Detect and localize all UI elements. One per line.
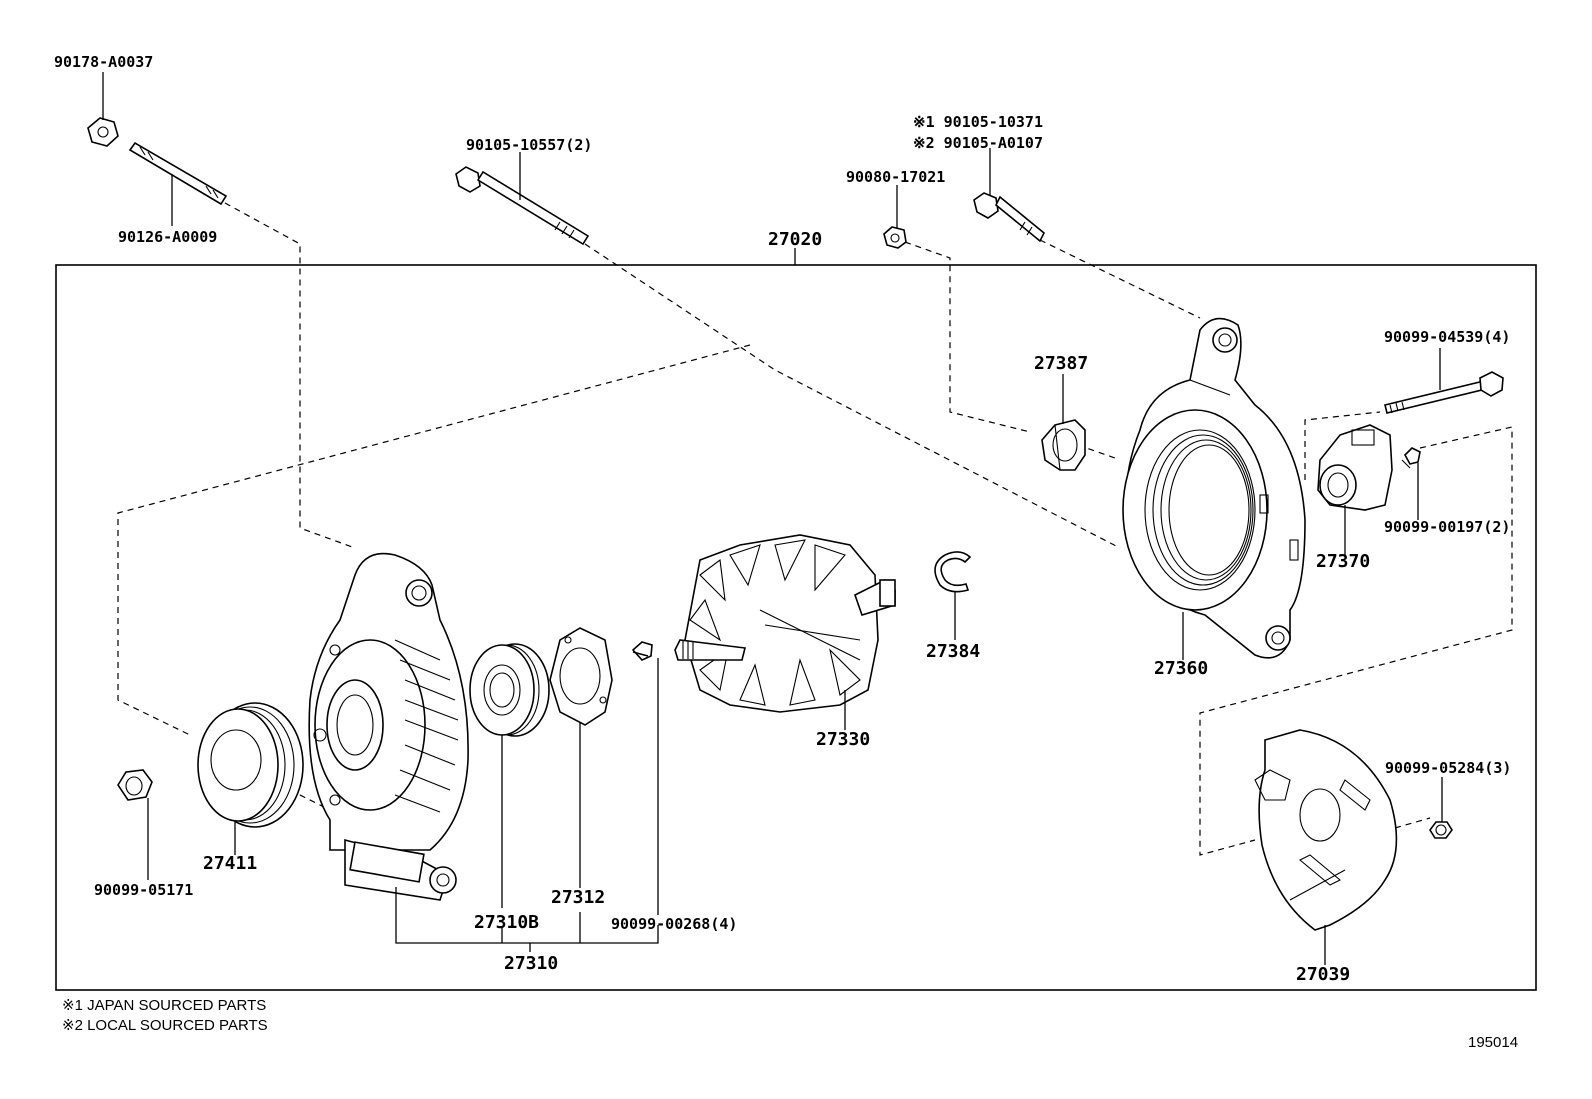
label-27310B: 27310B [474,912,540,933]
label-27370: 27370 [1316,551,1371,572]
label-27360: 27360 [1154,658,1209,679]
snap-ring-27384 [934,551,972,593]
label-27312: 27312 [551,887,606,908]
bracket-27310 [395,887,659,944]
brush-holder-27387 [1041,419,1086,471]
footnote-japan-sourced: ※1 JAPAN SOURCED PARTS [62,997,267,1014]
figure-code: 195014 [1468,1034,1519,1051]
dash-nut-to-holder [904,241,1031,433]
label-90105-10557: 90105-10557(2) [466,136,593,154]
rectifier-end-frame-27360 [1122,317,1306,659]
label-90080-17021: 90080-17021 [846,168,946,186]
label-90099-00268: 90099-00268(4) [611,915,738,933]
label-27039: 27039 [1296,964,1351,985]
assembly-frame [55,264,1537,991]
label-90099-00197: 90099-00197(2) [1384,518,1511,536]
label-27387: 27387 [1034,353,1089,374]
label-27411: 27411 [203,853,258,874]
footnote-local-sourced: ※2 LOCAL SOURCED PARTS [62,1017,268,1034]
label-90099-05284: 90099-05284(3) [1385,759,1512,777]
drive-end-frame [308,552,469,901]
stud-90126-A0009 [128,141,228,206]
label-27330: 27330 [816,729,871,750]
bearing-27310B [469,643,550,737]
nut-90178-A0037 [87,117,119,147]
label-27020: 27020 [768,229,823,250]
dash-bolt-to-frame [1039,239,1201,319]
bolt-90105-10371 [973,192,1046,243]
bolt-90099-04539 [1384,371,1504,414]
dash-cover-nut [1394,817,1431,829]
label-90099-05171: 90099-05171 [94,881,194,899]
label-90105-10371: ※1 90105-10371 [913,113,1043,131]
nut-90080-17021 [883,226,907,249]
dash-regulator-left [1304,411,1381,480]
dash-frame-left [117,344,751,736]
regulator-27370 [1317,424,1393,511]
bolt-90105-10557 [455,166,590,246]
label-90126-A0009: 90126-A0009 [118,228,218,246]
rotor-27330 [674,534,896,713]
screw-90099-00268 [631,641,653,661]
label-27384: 27384 [926,641,981,662]
label-90099-04539: 90099-04539(4) [1384,328,1511,346]
screw-90099-00197 [1401,447,1421,469]
dash-cover-loop [1199,426,1513,856]
nut-90099-05171 [117,769,153,801]
dash-through-bolt-center [584,243,1121,549]
pulley-27411 [197,702,304,828]
dash-through-bolt-left [224,202,356,549]
label-90178-A0037: 90178-A0037 [54,53,154,71]
retainer-27312 [549,627,613,726]
rear-cover-27039 [1254,729,1398,931]
label-90105-A0107: ※2 90105-A0107 [913,134,1043,152]
nut-90099-05284 [1429,821,1453,839]
label-27310: 27310 [504,953,559,974]
